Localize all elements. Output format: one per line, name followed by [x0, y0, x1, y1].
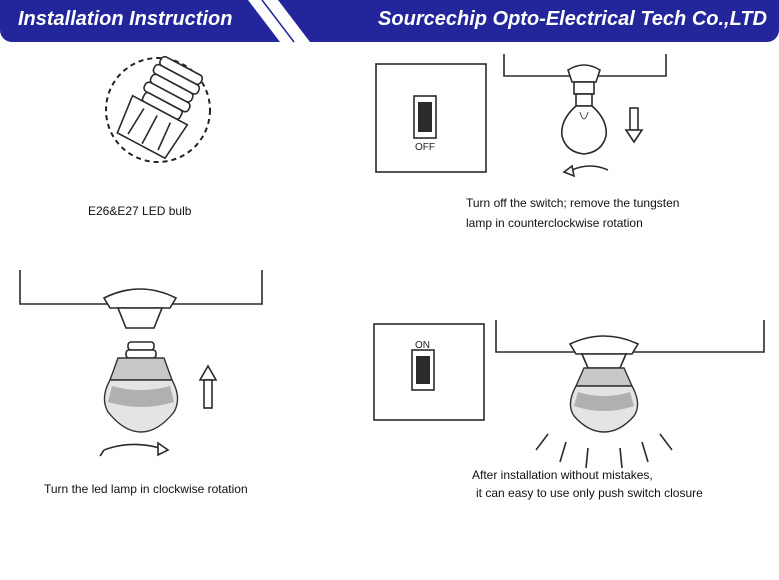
step-2-illustration: OFF: [375, 54, 667, 178]
step-4-caption-line1: After installation without mistakes,: [472, 468, 653, 482]
step-2-caption-line1: Turn off the switch; remove the tungsten: [466, 196, 680, 210]
step-4-illustration: ON: [373, 320, 765, 469]
step-4-panel: ON After installation without mistakes, …: [360, 300, 779, 520]
step-2-caption-line2: lamp in counterclockwise rotation: [466, 216, 643, 230]
header-right-block: [290, 0, 779, 42]
step-3-caption: Turn the led lamp in clockwise rotation: [44, 482, 248, 496]
step-1-panel: E26&E27 LED bulb: [0, 42, 390, 272]
bulb-base-illustration: [105, 55, 211, 163]
header-left-block: [0, 0, 290, 42]
step-1-caption: E26&E27 LED bulb: [88, 204, 192, 218]
step-3-illustration: [19, 270, 263, 457]
off-label: OFF: [415, 142, 435, 153]
header-banner: Installation Instruction Sourcechip Opto…: [0, 0, 779, 43]
step-4-caption-line2: it can easy to use only push switch clos…: [476, 486, 703, 500]
header-divider: [248, 0, 310, 43]
page-title: Installation Instruction: [18, 8, 233, 30]
company-name: Sourcechip Opto-Electrical Tech Co.,LTD: [378, 8, 767, 30]
step-3-panel: Turn the led lamp in clockwise rotation: [0, 262, 390, 512]
on-label: ON: [415, 340, 430, 351]
step-2-panel: OFF Turn off the switch; remove the tung…: [360, 42, 779, 272]
